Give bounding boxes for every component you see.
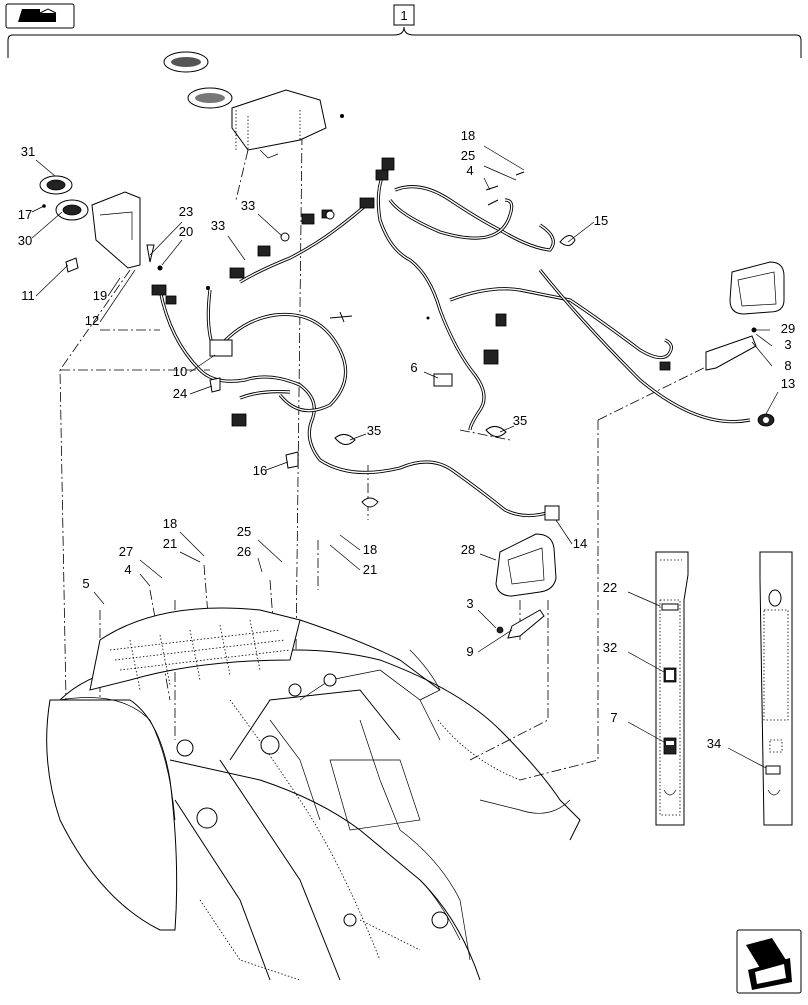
callout-leader bbox=[339, 534, 361, 551]
callout-label: 12 bbox=[85, 313, 99, 328]
callout-leader bbox=[627, 721, 665, 743]
work-lamp-left bbox=[39, 175, 163, 273]
callout-label: 35 bbox=[513, 413, 527, 428]
callout-label: 21 bbox=[363, 562, 377, 577]
callout-leader bbox=[31, 211, 63, 239]
callout-label: 6 bbox=[410, 360, 417, 375]
callout-label: 35 bbox=[367, 423, 381, 438]
callout-label: 28 bbox=[461, 542, 475, 557]
callout-leader bbox=[555, 519, 573, 545]
callout-label: 20 bbox=[179, 224, 193, 239]
assembly-reference-icon[interactable] bbox=[5, 3, 75, 29]
callout-leader bbox=[257, 539, 283, 563]
callout-label: 5 bbox=[82, 576, 89, 591]
callout-leader bbox=[179, 551, 201, 563]
callout-leader bbox=[765, 391, 779, 415]
callout-label: 17 bbox=[18, 207, 32, 222]
wiring-harness-main bbox=[151, 197, 560, 521]
callout-leader bbox=[755, 333, 773, 347]
callout-label: 33 bbox=[211, 218, 225, 233]
callout-leader bbox=[93, 591, 105, 605]
callout-label: 4 bbox=[124, 562, 131, 577]
callout-leader bbox=[257, 557, 263, 573]
callout-leader bbox=[35, 159, 56, 177]
callout-label: 3 bbox=[784, 337, 791, 352]
callout-leader bbox=[189, 354, 216, 373]
callout-leader bbox=[477, 609, 497, 629]
callout-leader bbox=[139, 573, 151, 587]
callout-label: 18 bbox=[163, 516, 177, 531]
callout-leader bbox=[627, 651, 665, 673]
side-panel-b bbox=[759, 551, 793, 826]
callout-leader bbox=[727, 747, 767, 769]
callout-leader bbox=[329, 544, 361, 571]
callout-leader bbox=[479, 553, 497, 561]
callout-label: 10 bbox=[173, 364, 187, 379]
callout-leader bbox=[483, 165, 517, 181]
callout-leader bbox=[99, 269, 136, 323]
callout-leader bbox=[179, 531, 205, 557]
callout-label: 11 bbox=[21, 288, 35, 303]
callout-label: 3 bbox=[466, 596, 473, 611]
callout-label: 13 bbox=[781, 376, 795, 391]
callout-leader bbox=[499, 425, 515, 433]
callout-leader bbox=[139, 559, 163, 579]
callout-label: 4 bbox=[466, 163, 473, 178]
side-panel-a bbox=[655, 551, 689, 826]
callout-label: 30 bbox=[18, 233, 32, 248]
callout-leader bbox=[149, 221, 183, 256]
control-display bbox=[163, 51, 344, 159]
work-lamp-lower bbox=[495, 533, 557, 639]
callout-leader bbox=[483, 177, 491, 191]
wiring-harness-right bbox=[375, 157, 751, 431]
callout-leader bbox=[227, 235, 246, 261]
callout-label: 19 bbox=[93, 288, 107, 303]
callout-label: 26 bbox=[237, 544, 251, 559]
callout-leader bbox=[35, 264, 69, 297]
work-lamp-right bbox=[705, 261, 785, 427]
machine-body bbox=[46, 607, 581, 981]
callout-leader bbox=[265, 461, 289, 471]
callout-leader bbox=[161, 239, 183, 266]
callout-leader bbox=[107, 277, 121, 297]
callout-leader bbox=[31, 205, 45, 213]
callout-label: 31 bbox=[21, 144, 35, 159]
callout-leader bbox=[483, 145, 525, 171]
callout-leader bbox=[477, 629, 513, 653]
callout-label: 25 bbox=[461, 148, 475, 163]
callout-leader bbox=[349, 433, 367, 441]
callout-label: 7 bbox=[610, 710, 617, 725]
leader-lines bbox=[59, 134, 721, 781]
assembly-number: 1 bbox=[400, 8, 407, 23]
callout-label: 18 bbox=[461, 128, 475, 143]
callout-label: 18 bbox=[363, 542, 377, 557]
callout-leader bbox=[423, 371, 439, 379]
callout-label: 27 bbox=[119, 544, 133, 559]
callout-label: 24 bbox=[173, 386, 187, 401]
callout-label: 34 bbox=[707, 736, 721, 751]
callout-leader bbox=[627, 591, 661, 607]
callout-label: 33 bbox=[241, 198, 255, 213]
callout-label: 21 bbox=[163, 536, 177, 551]
callout-label: 16 bbox=[253, 463, 267, 478]
callout-label: 32 bbox=[603, 640, 617, 655]
callout-leaders bbox=[31, 145, 779, 769]
callout-leader bbox=[257, 213, 283, 237]
next-page-arrow-icon[interactable] bbox=[736, 929, 802, 994]
callout-label: 9 bbox=[466, 644, 473, 659]
callout-label: 15 bbox=[594, 213, 608, 228]
callout-leader bbox=[567, 221, 595, 243]
callout-label: 8 bbox=[784, 358, 791, 373]
callout-label: 22 bbox=[603, 580, 617, 595]
callout-label: 14 bbox=[573, 536, 587, 551]
callout-leader bbox=[751, 341, 773, 367]
callout-leader bbox=[189, 385, 213, 395]
callout-label: 29 bbox=[781, 321, 795, 336]
hardware-items bbox=[206, 171, 576, 508]
assembly-bracket bbox=[7, 4, 802, 58]
callout-label: 23 bbox=[179, 204, 193, 219]
callout-label: 25 bbox=[237, 524, 251, 539]
